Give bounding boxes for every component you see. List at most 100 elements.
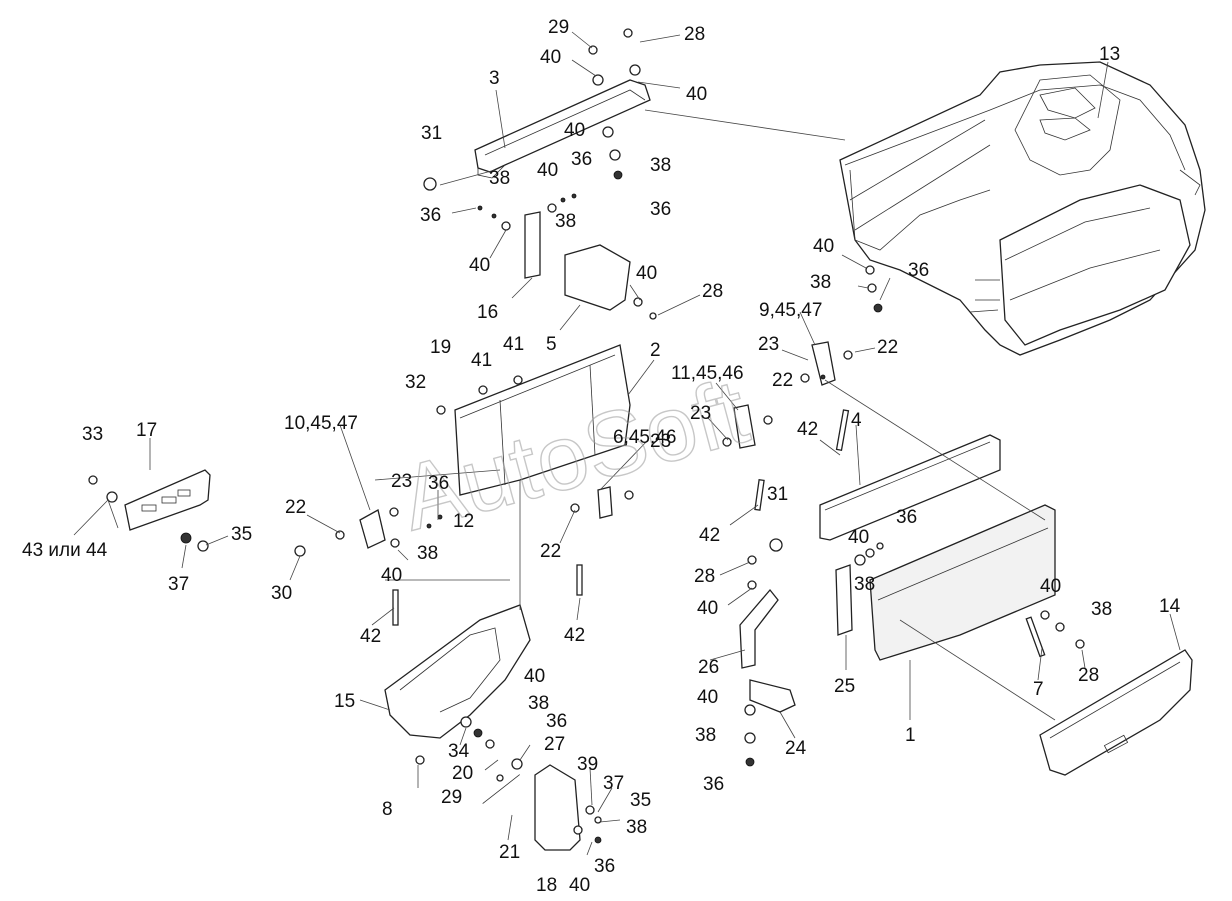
callout-37: 37 (168, 574, 189, 595)
callout-40: 40 (537, 160, 558, 181)
callout-labels: 29 28 40 40 3 13 31 40 38 36 38 40 38 36… (22, 17, 1181, 896)
callout-22: 22 (772, 370, 793, 391)
callout-31: 31 (421, 123, 442, 144)
callout-42: 42 (699, 525, 720, 546)
callout-18: 18 (536, 875, 557, 896)
callout-19: 19 (430, 337, 451, 358)
callout-34: 34 (448, 741, 470, 762)
callout-35: 35 (630, 790, 651, 811)
callout-30: 30 (271, 583, 292, 604)
part-25-strip (835, 564, 853, 636)
callout-28: 28 (702, 281, 723, 302)
callout-36: 36 (650, 199, 671, 220)
callout-28: 28 (684, 24, 705, 45)
callout-36: 36 (546, 711, 567, 732)
callout-42: 42 (797, 419, 818, 440)
callout-28: 28 (1078, 665, 1099, 686)
part-15-lower-fender (359, 604, 531, 739)
callout-15: 15 (334, 691, 355, 712)
callout-38: 38 (417, 543, 438, 564)
callout-7: 7 (1033, 679, 1044, 700)
part-26-bracket (739, 588, 779, 669)
callout-38: 38 (528, 693, 549, 714)
callout-41: 41 (471, 350, 492, 371)
callout-42: 42 (564, 625, 585, 646)
callout-40: 40 (1040, 576, 1061, 597)
part-3-top-rail (474, 79, 651, 179)
callout-22: 22 (877, 337, 898, 358)
callout-23: 23 (391, 471, 412, 492)
part-5-side-panel (559, 244, 631, 331)
hinge-9 (811, 341, 836, 386)
callout-40: 40 (848, 527, 869, 548)
callout-40: 40 (569, 875, 590, 896)
callout-13: 13 (1099, 44, 1120, 65)
part-13-cab-shell (839, 61, 1206, 356)
callout-40: 40 (697, 687, 718, 708)
part-2-side-panel (454, 344, 655, 496)
callout-12: 12 (453, 511, 474, 532)
hinge-11 (733, 404, 756, 449)
callout-29: 29 (548, 17, 569, 38)
callout-40: 40 (381, 565, 402, 586)
callout-38: 38 (555, 211, 576, 232)
callout-40: 40 (697, 598, 718, 619)
callout-4: 4 (851, 410, 862, 431)
callout-43-or-44: 43 или 44 (22, 540, 108, 561)
callout-38: 38 (810, 272, 831, 293)
callout-40: 40 (540, 47, 561, 68)
hinge-10 (359, 509, 386, 549)
callout-32: 32 (405, 372, 426, 393)
callout-38: 38 (626, 817, 647, 838)
callout-26: 26 (698, 657, 719, 678)
part-17-plate (124, 438, 211, 531)
callout-40: 40 (636, 263, 657, 284)
callout-36: 36 (703, 774, 724, 795)
part-18-bracket (534, 764, 581, 851)
part-4-long-cover (819, 434, 1001, 541)
callout-40: 40 (524, 666, 545, 687)
callout-16: 16 (477, 302, 498, 323)
callout-37: 37 (603, 773, 624, 794)
callout-38: 38 (854, 574, 875, 595)
callout-28: 28 (694, 566, 715, 587)
part-14-rear-plate (1039, 613, 1193, 776)
rods-42 (392, 409, 1046, 804)
callout-11-45-46: 11,45,46 (671, 363, 744, 384)
callout-17: 17 (136, 420, 157, 441)
callout-33: 33 (82, 424, 103, 445)
callout-22: 22 (285, 497, 306, 518)
callout-2: 2 (650, 340, 661, 361)
callout-40: 40 (469, 255, 490, 276)
callout-1: 1 (905, 725, 916, 746)
callout-9-45-47: 9,45,47 (759, 300, 822, 321)
callout-20: 20 (452, 763, 473, 784)
callout-31: 31 (767, 484, 788, 505)
callout-36: 36 (420, 205, 441, 226)
callout-29: 29 (441, 787, 462, 808)
callout-5: 5 (546, 334, 557, 355)
callout-40: 40 (813, 236, 834, 257)
callout-23: 23 (690, 403, 711, 424)
callout-42: 42 (360, 626, 381, 647)
callout-36: 36 (428, 473, 449, 494)
callout-38: 38 (1091, 599, 1112, 620)
callout-21: 21 (499, 842, 520, 863)
callout-36: 36 (908, 260, 929, 281)
callout-8: 8 (382, 799, 393, 820)
part-1-long-cover (869, 504, 1056, 720)
callout-10-45-47: 10,45,47 (284, 413, 358, 434)
callout-40: 40 (686, 84, 707, 105)
callout-14: 14 (1159, 596, 1181, 617)
callout-38: 38 (489, 168, 510, 189)
callout-23: 23 (758, 334, 779, 355)
callout-3: 3 (489, 68, 500, 89)
callout-6-45-46: 6,45,46 (613, 427, 676, 448)
part-24-plate (749, 679, 796, 713)
callout-38: 38 (695, 725, 716, 746)
callout-40: 40 (564, 120, 585, 141)
callout-27: 27 (544, 734, 565, 755)
callout-22: 22 (540, 541, 561, 562)
fasteners (88, 28, 1085, 844)
